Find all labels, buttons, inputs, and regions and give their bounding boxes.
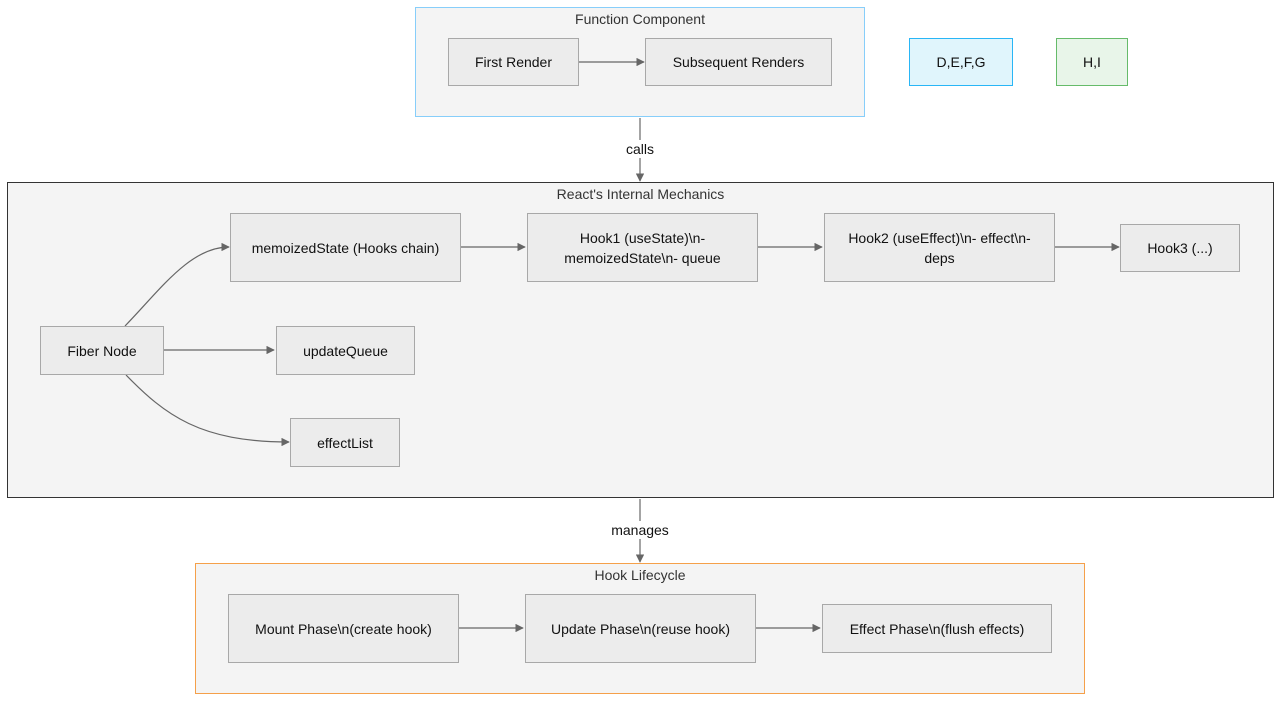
node-memoized-state[interactable]: memoizedState (Hooks chain) [230,213,461,282]
cluster-title-react-internals: React's Internal Mechanics [556,186,725,202]
cluster-title-function-component: Function Component [575,11,705,27]
edge-fiber-to-effectlist [125,374,290,447]
node-hook2[interactable]: Hook2 (useEffect)\n- effect\n- deps [824,213,1055,282]
node-subsequent-renders[interactable]: Subsequent Renders [645,38,832,86]
node-hi[interactable]: H,I [1056,38,1128,86]
edge-label-manages: manages [609,521,671,539]
edge-label-calls: calls [623,140,657,158]
node-hook1[interactable]: Hook1 (useState)\n- memoizedState\n- que… [527,213,758,282]
node-mount-phase[interactable]: Mount Phase\n(create hook) [228,594,459,663]
node-hook3[interactable]: Hook3 (...) [1120,224,1240,272]
edge-fiber-to-memoized [124,242,230,327]
node-first-render[interactable]: First Render [448,38,579,86]
node-update-phase[interactable]: Update Phase\n(reuse hook) [525,594,756,663]
node-effect-list[interactable]: effectList [290,418,400,467]
node-effect-phase[interactable]: Effect Phase\n(flush effects) [822,604,1052,653]
node-fiber[interactable]: Fiber Node [40,326,164,375]
node-defg[interactable]: D,E,F,G [909,38,1013,86]
cluster-title-hook-lifecycle: Hook Lifecycle [594,567,686,583]
node-update-queue[interactable]: updateQueue [276,326,415,375]
